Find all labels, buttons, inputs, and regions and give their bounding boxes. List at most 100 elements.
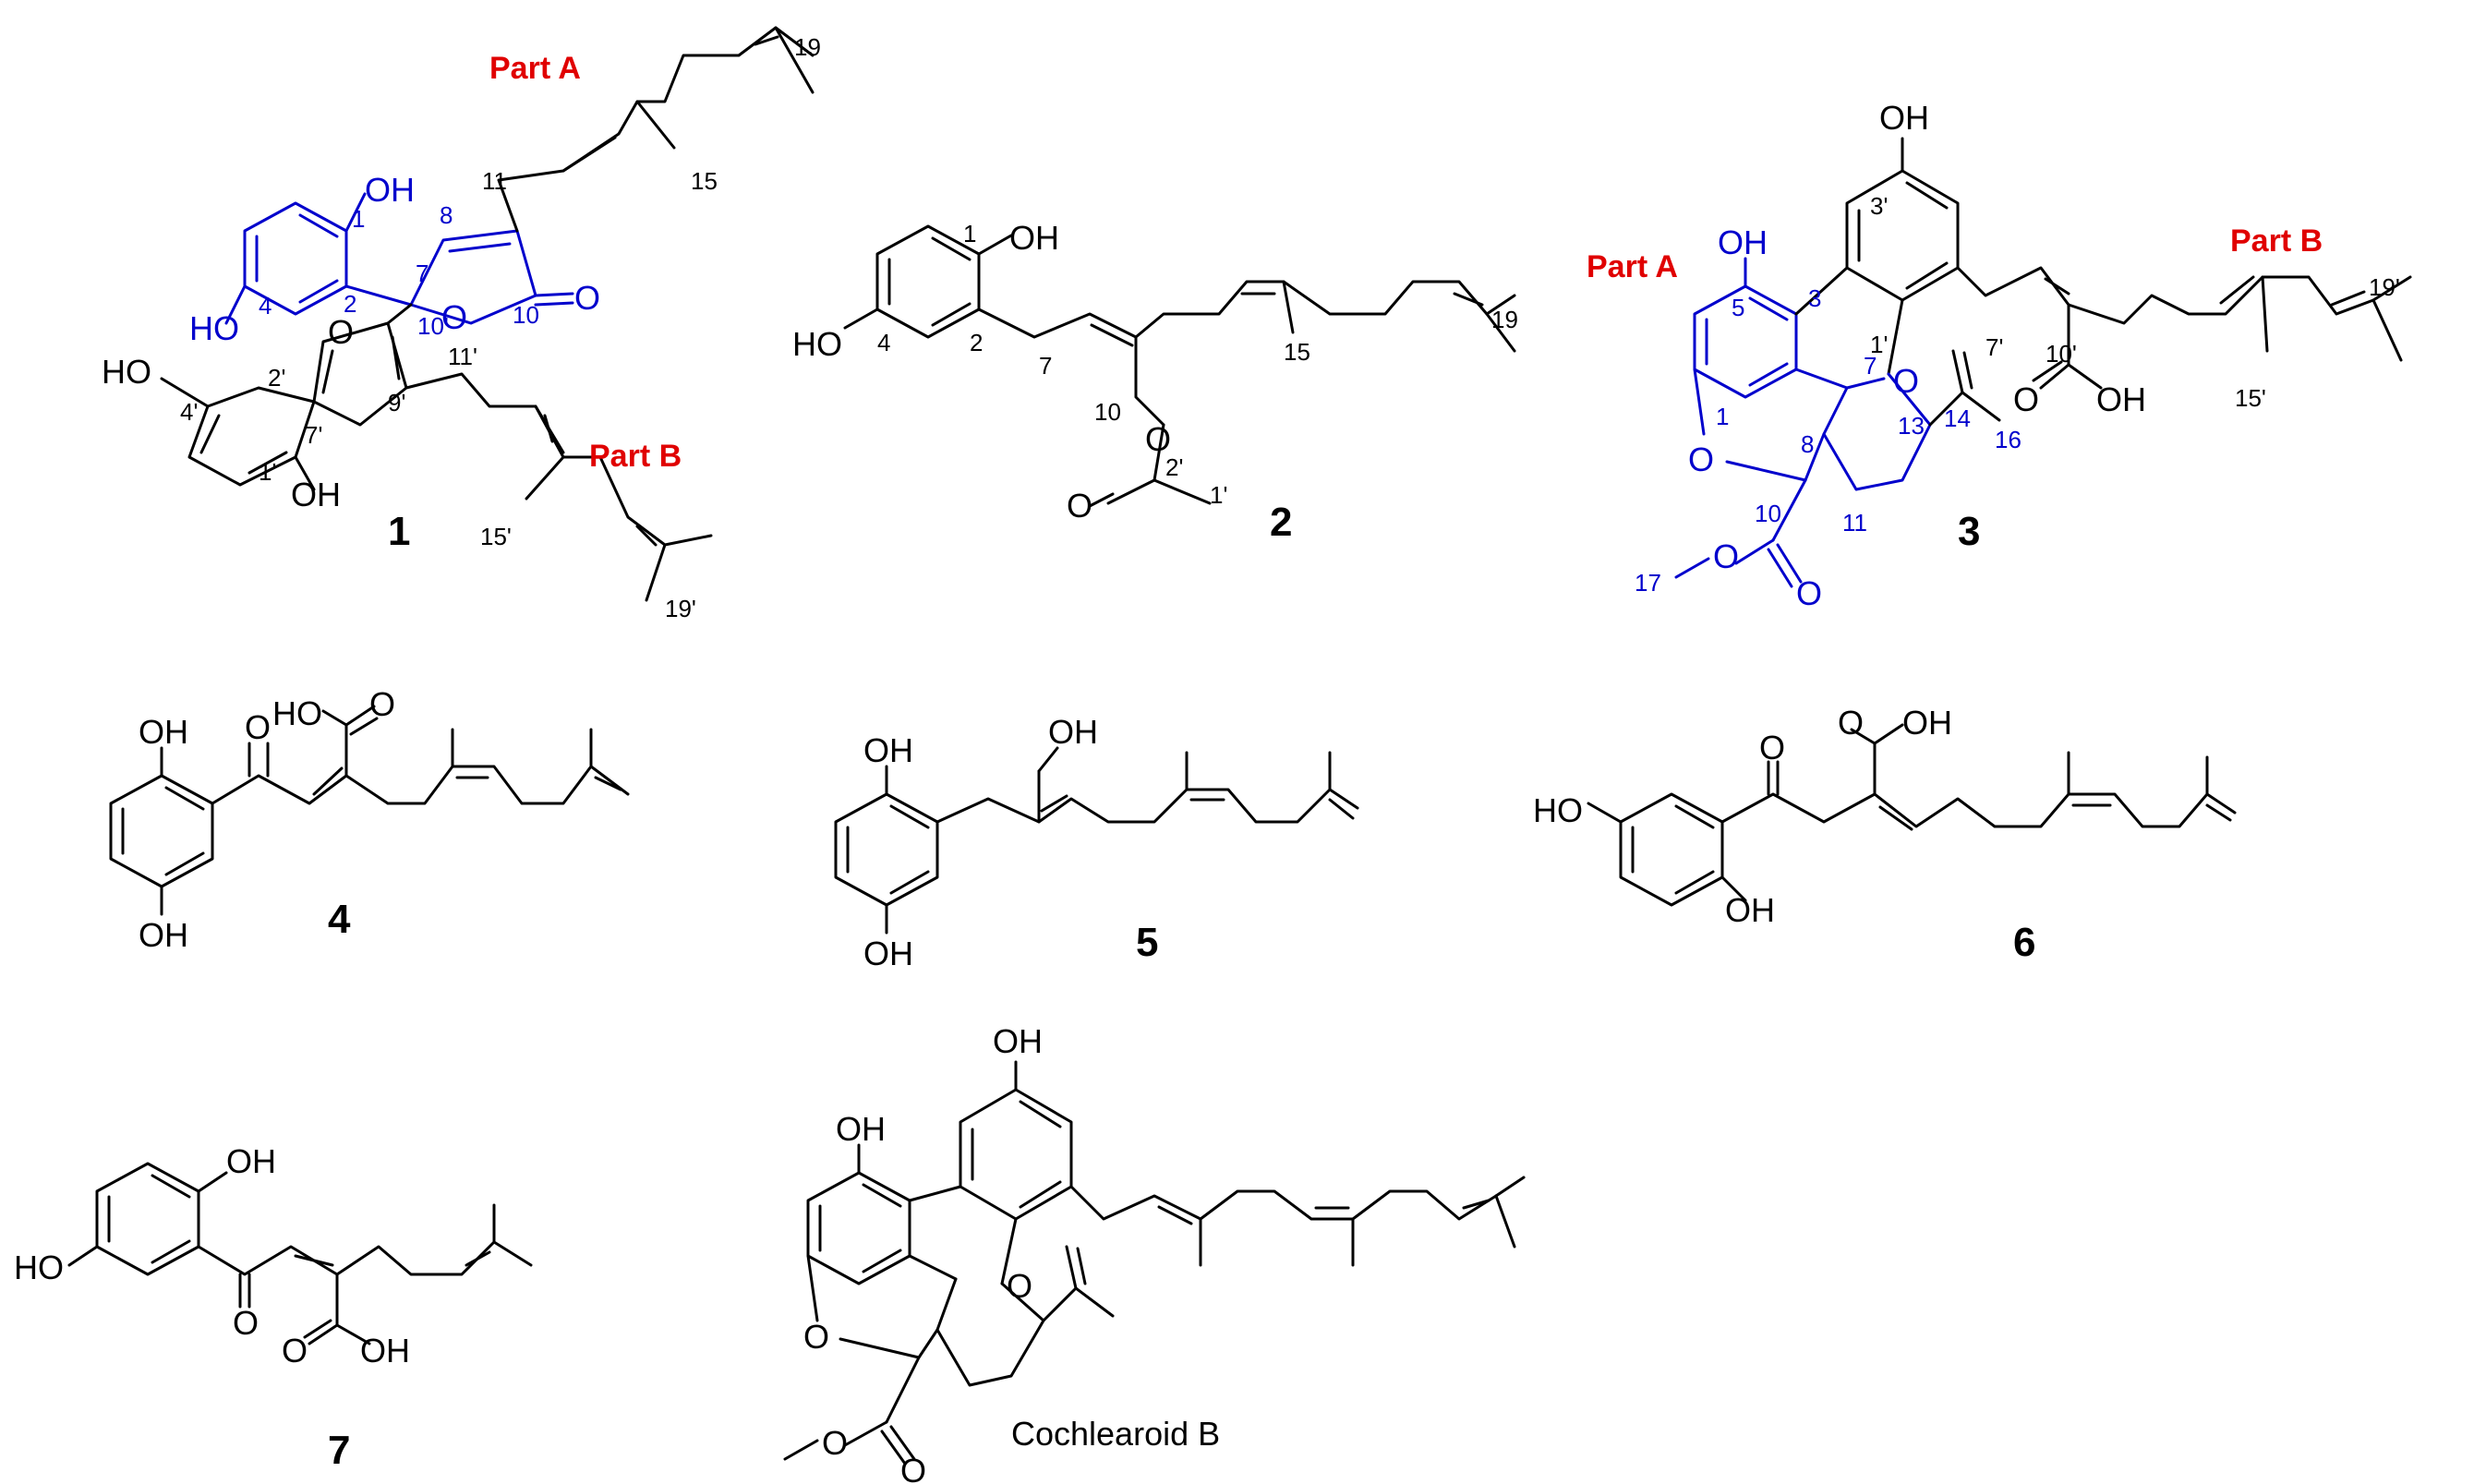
c1-chain-a — [497, 26, 815, 233]
c7-o-acid: O — [282, 1332, 308, 1369]
compound-5: OH OH OH 5 — [834, 713, 1359, 972]
c3-oh-acid: OH — [2096, 380, 2146, 418]
c3-part-b: Part B — [2230, 223, 2323, 259]
c1-label-19p: 19' — [665, 595, 696, 622]
cb-o-carbonyl: O — [900, 1452, 926, 1484]
c2-id: 2 — [1270, 500, 1292, 545]
c6-o-acid: O — [1838, 704, 1864, 742]
c3-label-13: 13 — [1898, 412, 1925, 440]
c3-o-ester: O — [1713, 537, 1739, 575]
compound-1: OH HO O O 1 2 4 7 8 10 10' 11 15 19 Part… — [102, 26, 821, 622]
c3-oh-blue: OH — [1718, 223, 1768, 261]
c4-o-ketone: O — [245, 708, 271, 746]
c3-o-ether: O — [1688, 440, 1714, 478]
c2-label-15: 15 — [1284, 338, 1310, 366]
cb-name: Cochlearoid B — [1011, 1415, 1220, 1453]
c1-furan-o: O — [328, 313, 354, 351]
c1-label-7p: 7' — [305, 421, 322, 449]
c1-part-a: Part A — [489, 51, 581, 86]
c1-o-carbonyl: O — [574, 279, 600, 317]
compound-cochlearoid-b: OH OH O O O O Cochlearoid B — [783, 1022, 1526, 1484]
c3-label-3: 3 — [1808, 284, 1821, 312]
c1-oh-1p: OH — [291, 476, 341, 513]
c3-id: 3 — [1958, 509, 1980, 554]
c7-id: 7 — [328, 1428, 350, 1473]
c1-label-4p: 4' — [180, 398, 198, 426]
compound-2: OH HO O O 1 2 4 7 10 2' 1' 15 19 2 — [792, 219, 1518, 545]
c7-oh: OH — [226, 1142, 276, 1180]
c6-ho: HO — [1533, 791, 1583, 829]
c3-label-17: 17 — [1635, 569, 1661, 597]
cb-o-ether: O — [803, 1318, 829, 1356]
c6-oh-acid: OH — [1902, 704, 1952, 742]
c1-part-b: Part B — [589, 439, 682, 474]
c3-o-acid: O — [2013, 380, 2039, 418]
c2-label-7: 7 — [1039, 352, 1052, 380]
c3-label-14: 14 — [1944, 404, 1971, 432]
c3-label-19p: 19' — [2369, 273, 2400, 301]
c1-label-4: 4 — [259, 292, 272, 320]
c1-label-1p: 1' — [259, 458, 276, 486]
c2-label-2p: 2' — [1165, 453, 1183, 481]
c4-ho-acid: HO — [272, 694, 322, 732]
c3-label-7p: 7' — [1985, 333, 2003, 361]
c1-ho-4: HO — [189, 309, 239, 347]
c1-oh-1: OH — [365, 171, 415, 209]
c1-label-10: 10 — [513, 301, 539, 329]
c3-label-10p: 10' — [2046, 340, 2077, 368]
c1-label-10p: 10' — [417, 312, 449, 340]
c6-o-ketone: O — [1759, 729, 1785, 766]
c1-label-1: 1 — [352, 205, 365, 233]
c2-o-ester: O — [1145, 420, 1171, 458]
compound-3: OH OH O O O O 5 3 1 7 8 13 14 — [1587, 99, 2412, 612]
c4-o-acid: O — [369, 685, 395, 723]
c4-oh-bottom: OH — [139, 916, 188, 954]
c1-label-19: 19 — [794, 33, 821, 61]
c1-furan — [312, 321, 408, 427]
c5-oh-bottom: OH — [863, 935, 913, 972]
c1-label-15p: 15' — [480, 523, 512, 550]
c3-oh-top: OH — [1879, 99, 1929, 137]
cb-oh-left: OH — [836, 1110, 886, 1148]
c3-label-8: 8 — [1801, 430, 1814, 458]
c1-id: 1 — [388, 509, 410, 554]
c3-label-1p: 1' — [1870, 331, 1888, 358]
c6-id: 6 — [2013, 920, 2035, 965]
c1-label-8: 8 — [440, 201, 453, 229]
cb-o-ester: O — [822, 1424, 848, 1462]
cb-o-spiro: O — [1007, 1267, 1032, 1305]
c3-o-spiro: O — [1893, 362, 1919, 400]
c1-label-11: 11 — [482, 167, 507, 195]
c2-label-1: 1 — [963, 220, 976, 247]
c2-label-4: 4 — [877, 329, 890, 356]
c1-label-2p: 2' — [268, 364, 285, 392]
c1-label-9p: 9' — [388, 389, 405, 416]
cb-oh-top: OH — [993, 1022, 1043, 1060]
c1-ho-4p: HO — [102, 353, 151, 391]
c1-label-11p: 11' — [448, 343, 477, 370]
c2-ho: HO — [792, 325, 842, 363]
c2-oh: OH — [1009, 219, 1059, 257]
c3-o-carbonyl: O — [1796, 574, 1822, 612]
c4-oh: OH — [139, 713, 188, 751]
c6-oh: OH — [1725, 891, 1775, 929]
c3-label-15p: 15' — [2235, 384, 2266, 412]
c4-id: 4 — [328, 897, 351, 942]
c3-part-a: Part A — [1587, 249, 1678, 284]
c3-label-3p: 3' — [1870, 192, 1888, 220]
c3-label-16: 16 — [1995, 426, 2021, 453]
compound-6: HO OH O O OH 6 — [1533, 704, 2237, 965]
c1-ring-a — [224, 192, 574, 325]
c2-o-carbonyl: O — [1067, 487, 1092, 525]
c3-label-7: 7 — [1864, 352, 1877, 380]
c1-label-2: 2 — [344, 290, 356, 318]
c7-ho: HO — [14, 1249, 64, 1286]
c2-label-2: 2 — [970, 329, 983, 356]
c7-o-ketone: O — [233, 1304, 259, 1342]
c3-label-10: 10 — [1755, 500, 1781, 527]
c5-id: 5 — [1136, 920, 1158, 965]
c5-oh: OH — [863, 731, 913, 769]
c1-o-ring: O — [441, 298, 467, 336]
c2-label-1p: 1' — [1210, 481, 1227, 509]
